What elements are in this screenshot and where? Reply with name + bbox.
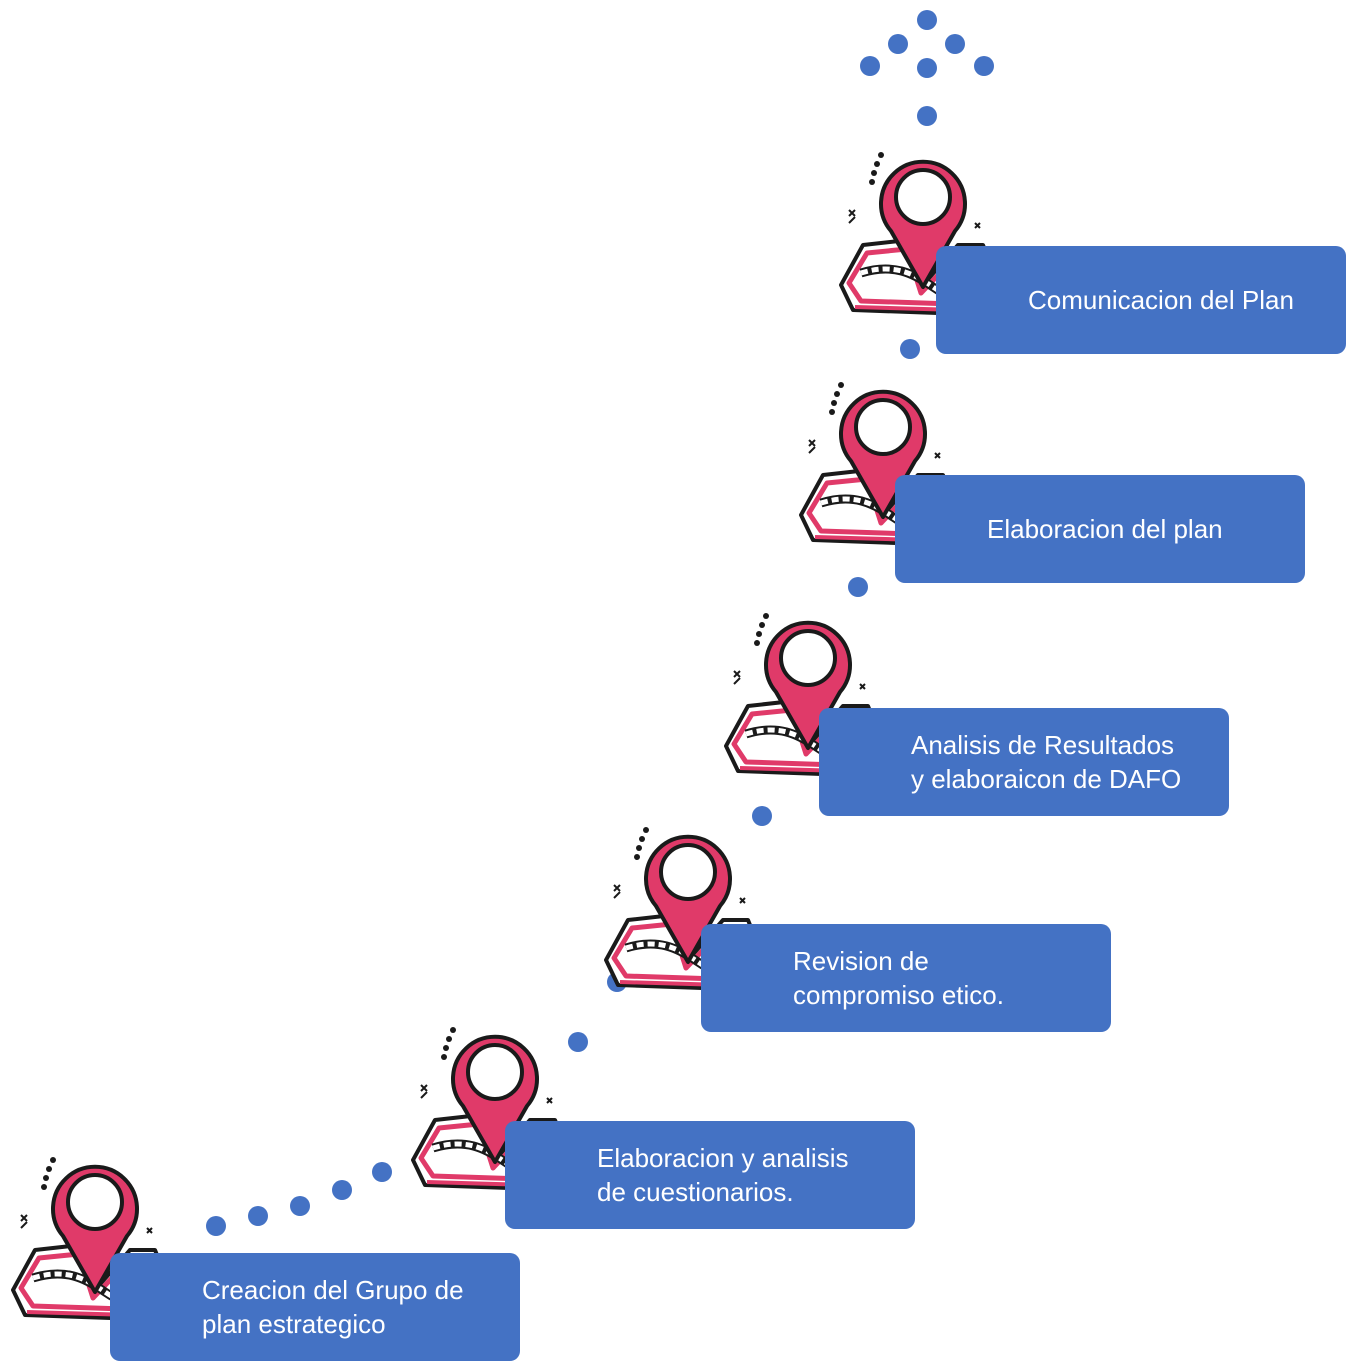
step-4-box: Analisis de Resultados y elaboraicon de … [819, 708, 1229, 816]
connector-dot [917, 106, 937, 126]
connector-dot [332, 1180, 352, 1200]
step-6-box: Comunicacion del Plan [936, 246, 1346, 354]
connector-dot [917, 58, 937, 78]
connector-dot [917, 10, 937, 30]
step-5-box: Elaboracion del plan [895, 475, 1305, 583]
connector-dot [752, 806, 772, 826]
step-2-box: Elaboracion y analisis de cuestionarios. [505, 1121, 915, 1229]
step-3-box: Revision de compromiso etico. [701, 924, 1111, 1032]
step-1-label: Creacion del Grupo de plan estrategico [202, 1275, 464, 1339]
connector-dot [568, 1032, 588, 1052]
step-2-label: Elaboracion y analisis de cuestionarios. [597, 1143, 849, 1207]
connector-dot [974, 56, 994, 76]
connector-dot [900, 339, 920, 359]
connector-dot [848, 577, 868, 597]
step-1-box: Creacion del Grupo de plan estrategico [110, 1253, 520, 1361]
step-5-label: Elaboracion del plan [987, 514, 1223, 544]
connector-dot [860, 56, 880, 76]
connector-dot [372, 1162, 392, 1182]
step-4-label: Analisis de Resultados y elaboraicon de … [911, 730, 1182, 794]
step-3-label: Revision de compromiso etico. [793, 946, 1004, 1010]
connector-dot [945, 34, 965, 54]
connector-dot [206, 1216, 226, 1236]
step-6-label: Comunicacion del Plan [1028, 285, 1294, 315]
connector-dot [248, 1206, 268, 1226]
connector-dot [290, 1196, 310, 1216]
connector-dot [888, 34, 908, 54]
